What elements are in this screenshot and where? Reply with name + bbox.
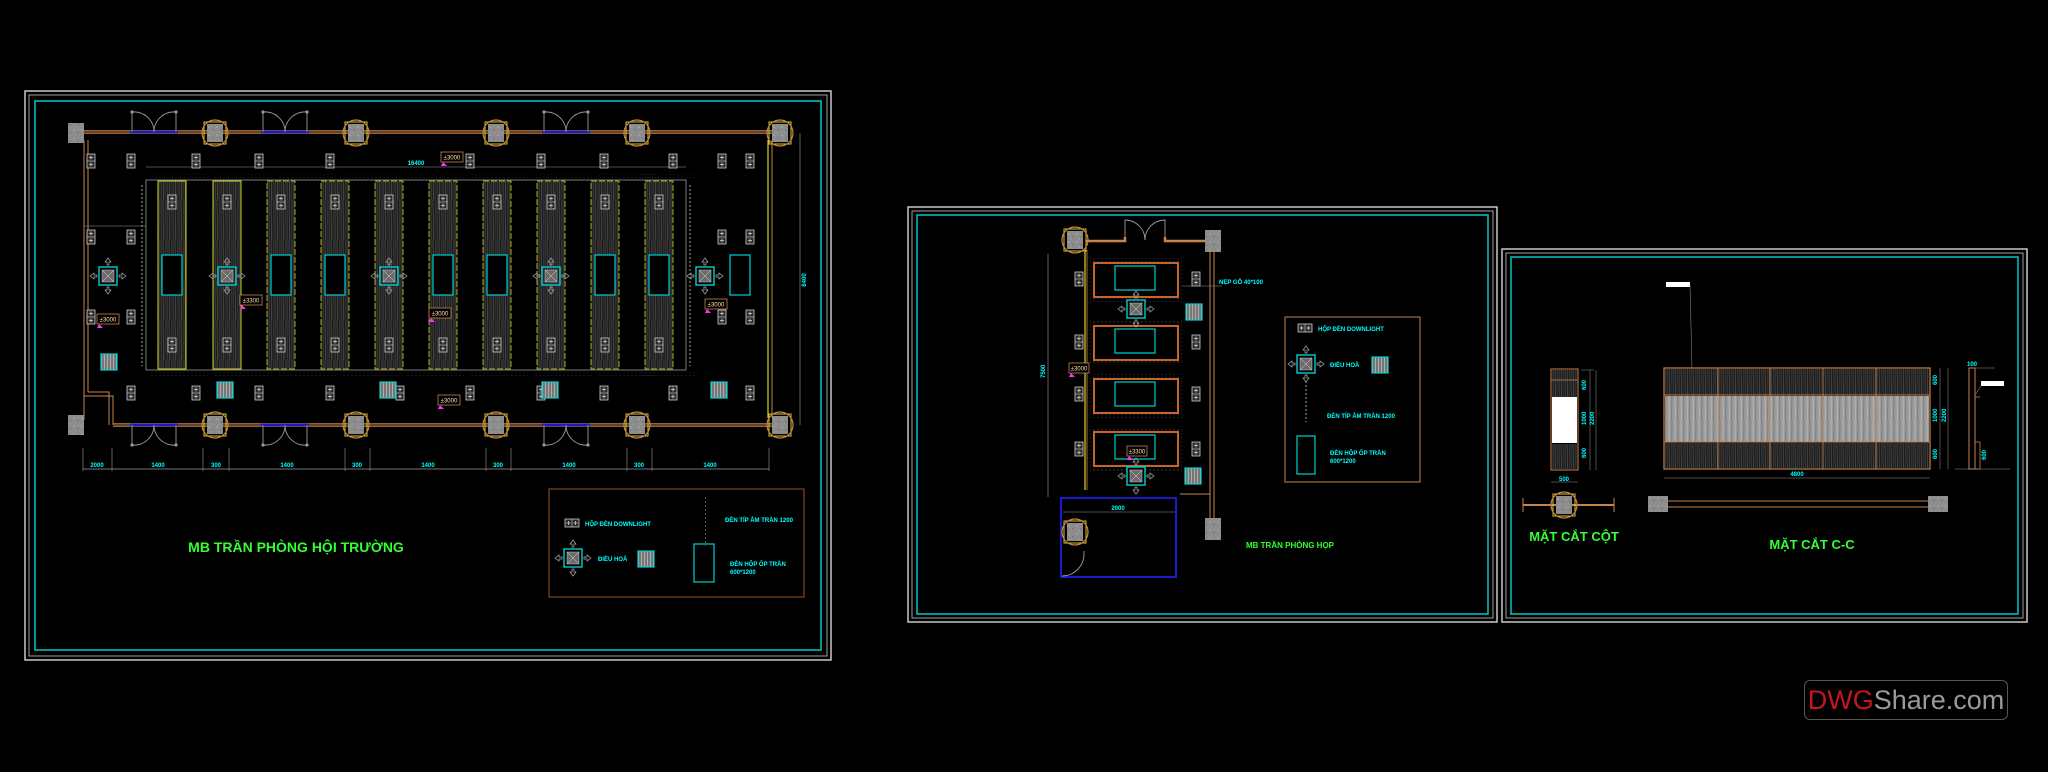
svg-text:ĐÈN TÍP ÂM TRẦN 1200: ĐÈN TÍP ÂM TRẦN 1200 bbox=[1327, 412, 1396, 420]
svg-text:1000: 1000 bbox=[1933, 408, 1939, 422]
callout-wood-trim: NẸP GỖ 40*100 bbox=[1219, 279, 1264, 286]
svg-text:ĐÈN TÍP ÂM TRẦN 1200: ĐÈN TÍP ÂM TRẦN 1200 bbox=[725, 516, 794, 524]
svg-text:±3000: ±3000 bbox=[441, 399, 458, 405]
legend: HỘP ĐÈN DOWNLIGHT ĐIỀU HOÀ ĐÈN TÍP ÂM TR… bbox=[1284, 316, 1421, 483]
svg-text:2000: 2000 bbox=[90, 463, 104, 469]
walls bbox=[68, 123, 779, 435]
svg-text:±3000: ±3000 bbox=[444, 156, 461, 162]
cc-section-drawing: 4800 600 1000 600 2200 100 600 bbox=[1648, 282, 2010, 512]
svg-text:600*1200: 600*1200 bbox=[1330, 459, 1356, 465]
column-section-drawing: 600 1000 600 2200 500 bbox=[1522, 368, 1615, 519]
panel-sections: 600 1000 600 2200 500 MẶT CẮT CỘT bbox=[1501, 248, 2028, 623]
column-corner bbox=[68, 123, 84, 143]
svg-text:ĐIỀU HOÀ: ĐIỀU HOÀ bbox=[1330, 362, 1360, 369]
ceiling-outline bbox=[145, 179, 687, 371]
panel-light bbox=[729, 254, 751, 296]
svg-text:±3300: ±3300 bbox=[1129, 450, 1146, 456]
svg-text:±3000: ±3000 bbox=[100, 318, 117, 324]
svg-text:1400: 1400 bbox=[280, 463, 294, 469]
svg-text:16400: 16400 bbox=[408, 161, 425, 167]
svg-text:ĐIỀU HOÀ: ĐIỀU HOÀ bbox=[598, 556, 628, 563]
section-title-column: MẶT CẮT CỘT bbox=[1529, 529, 1619, 544]
svg-text:±3000: ±3000 bbox=[432, 312, 449, 318]
svg-text:300: 300 bbox=[352, 463, 363, 469]
dimension-lines: 2000 1400 300 1400 300 1400 300 1400 300… bbox=[82, 133, 808, 471]
watermark-brand-red: DWG bbox=[1807, 684, 1874, 715]
svg-text:2200: 2200 bbox=[1942, 408, 1948, 422]
frame-inner bbox=[34, 100, 822, 651]
svg-text:1400: 1400 bbox=[703, 463, 717, 469]
tube-light-rows bbox=[140, 174, 698, 376]
svg-text:±3000: ±3000 bbox=[708, 303, 725, 309]
svg-text:8400: 8400 bbox=[802, 273, 808, 287]
svg-text:4800: 4800 bbox=[1790, 472, 1804, 478]
svg-text:300: 300 bbox=[211, 463, 222, 469]
svg-text:300: 300 bbox=[493, 463, 504, 469]
svg-text:1400: 1400 bbox=[151, 463, 165, 469]
panel-title: MB TRẦN PHÒNG HỘI TRƯỜNG bbox=[188, 538, 404, 555]
meeting-ceiling-trays bbox=[1090, 258, 1182, 471]
svg-text:7500: 7500 bbox=[1041, 364, 1047, 378]
svg-text:600: 600 bbox=[1982, 449, 1988, 460]
watermark-brand-gray: Share.com bbox=[1873, 684, 2005, 715]
svg-text:HỘP ĐÈN DOWNLIGHT: HỘP ĐÈN DOWNLIGHT bbox=[1318, 325, 1384, 333]
svg-text:HỘP ĐÈN DOWNLIGHT: HỘP ĐÈN DOWNLIGHT bbox=[585, 520, 651, 528]
svg-text:±3000: ±3000 bbox=[1071, 367, 1088, 373]
svg-text:1400: 1400 bbox=[421, 463, 435, 469]
svg-text:2000: 2000 bbox=[1111, 506, 1125, 512]
svg-text:600*1200: 600*1200 bbox=[730, 570, 756, 576]
svg-text:1000: 1000 bbox=[1582, 411, 1588, 425]
panel-meeting-ceiling-plan: 7500 bbox=[907, 206, 1498, 623]
door bbox=[128, 109, 180, 134]
svg-text:1400: 1400 bbox=[562, 463, 576, 469]
panel-title: MB TRẦN PHÒNG HỌP bbox=[1246, 540, 1335, 550]
svg-text:ĐÈN HỘP ỐP TRẦN: ĐÈN HỘP ỐP TRẦN bbox=[730, 560, 786, 568]
svg-text:600: 600 bbox=[1582, 447, 1588, 458]
svg-text:100: 100 bbox=[1967, 362, 1978, 368]
svg-text:500: 500 bbox=[1559, 477, 1570, 483]
elevation-markers: ±3000 ±3300 ±3000 ±3000 ±3000 bbox=[96, 151, 728, 409]
svg-text:±3300: ±3300 bbox=[243, 299, 260, 305]
svg-text:2200: 2200 bbox=[1590, 411, 1596, 425]
svg-text:300: 300 bbox=[634, 463, 645, 469]
panel-hall-ceiling-plan: ±3000 ±3300 ±3000 ±3000 ±3000 bbox=[24, 90, 832, 661]
svg-text:600: 600 bbox=[1933, 374, 1939, 385]
svg-text:600: 600 bbox=[1582, 379, 1588, 390]
legend: HỘP ĐÈN DOWNLIGHT ĐIỀU HOÀ ĐÈN TÍP ÂM TR… bbox=[548, 488, 805, 598]
svg-text:ĐÈN HỘP ỐP TRẦN: ĐÈN HỘP ỐP TRẦN bbox=[1330, 449, 1386, 457]
frame-outer bbox=[24, 90, 832, 661]
svg-text:600: 600 bbox=[1933, 448, 1939, 459]
section-title-cc: MẶT CẮT C-C bbox=[1769, 537, 1855, 552]
